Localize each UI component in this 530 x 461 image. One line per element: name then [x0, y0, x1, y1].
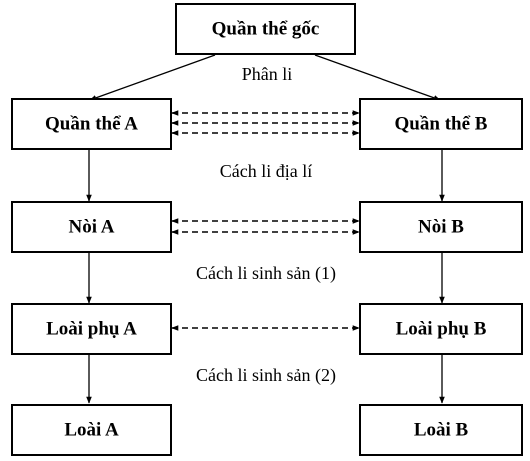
node-population-b: Quần thể B [359, 98, 523, 150]
node-origin: Quần thể gốc [175, 3, 356, 55]
node-subspecies-b-label: Loài phụ B [396, 319, 487, 340]
node-species-a: Loài A [11, 404, 172, 456]
node-species-b-label: Loài B [414, 420, 469, 441]
node-race-b: Nòi B [359, 201, 523, 253]
node-race-a-label: Nòi A [69, 217, 115, 238]
node-species-b: Loài B [359, 404, 523, 456]
reproductive-isolation-1-label: Cách li sinh sản (1) [196, 263, 336, 284]
split-arrow-left [89, 54, 216, 101]
node-population-a: Quần thể A [11, 98, 172, 150]
node-subspecies-a-label: Loài phụ A [46, 319, 137, 340]
node-species-a-label: Loài A [64, 420, 119, 441]
node-population-a-label: Quần thể A [45, 114, 138, 135]
node-subspecies-a: Loài phụ A [11, 303, 172, 355]
reproductive-isolation-2-label: Cách li sinh sản (2) [196, 365, 336, 386]
node-origin-label: Quần thể gốc [212, 19, 320, 40]
node-population-b-label: Quần thể B [395, 114, 488, 135]
node-subspecies-b: Loài phụ B [359, 303, 523, 355]
split-label: Phân li [242, 64, 293, 84]
node-race-a: Nòi A [11, 201, 172, 253]
geographic-isolation-label: Cách li địa lí [220, 161, 312, 181]
node-race-b-label: Nòi B [418, 217, 464, 238]
split-arrow-right [314, 54, 441, 101]
